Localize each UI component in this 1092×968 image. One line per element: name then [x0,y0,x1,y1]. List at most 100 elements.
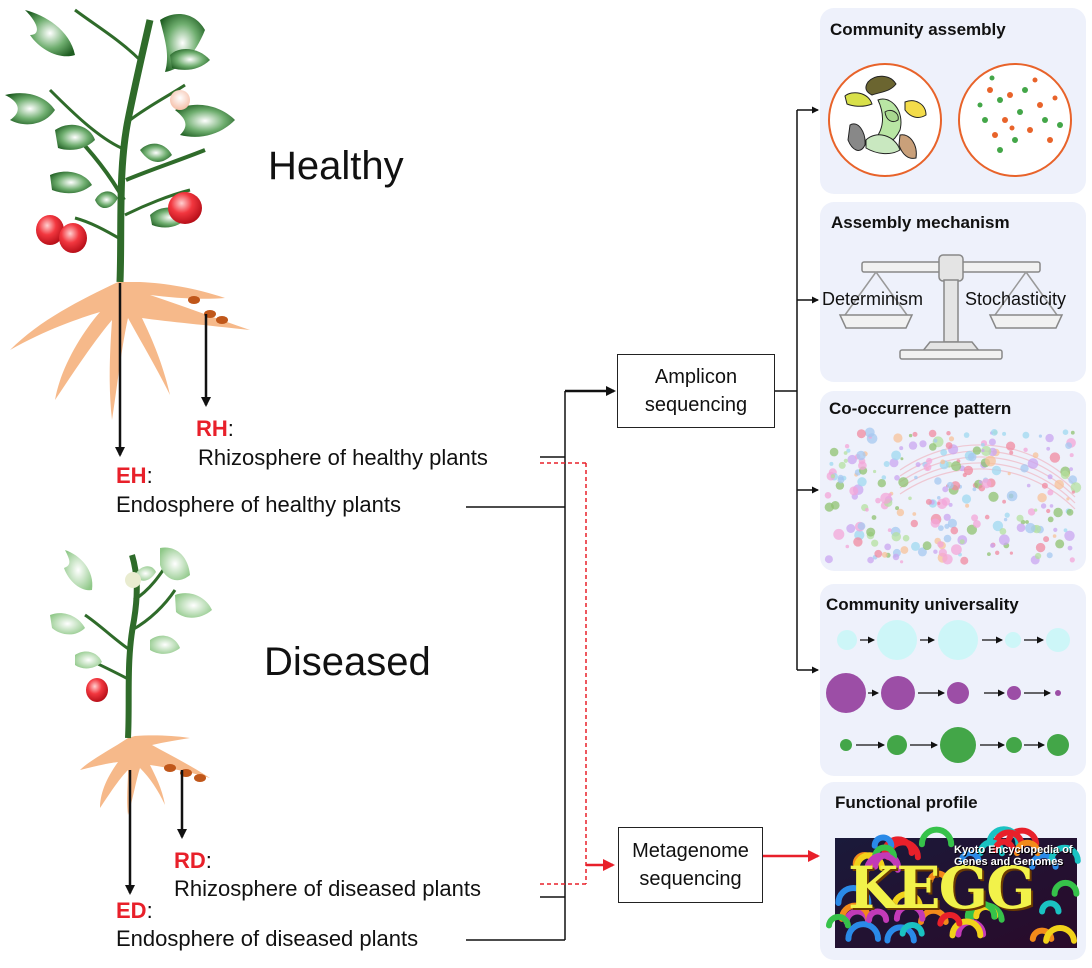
kegg-pattern-stroke [884,924,917,944]
kegg-pattern-stroke [992,838,1016,854]
network-node [1040,503,1047,509]
network-node [912,512,917,516]
healthy-plant-illustration [5,8,250,420]
network-node [951,544,962,555]
network-node [1009,551,1014,555]
network-node [1032,452,1039,459]
network-node [991,465,1002,476]
network-node [1034,508,1038,512]
network-node [1055,539,1065,549]
network-node [910,519,918,528]
network-node [941,497,950,506]
sampling-arrows [115,283,211,895]
network-node [824,502,834,512]
network-node [940,459,946,465]
kegg-pattern-stroke [838,902,872,922]
network-node [1043,536,1050,543]
network-node [1066,508,1074,516]
network-node [1069,467,1073,471]
network-node [917,547,927,557]
network-node [981,445,992,457]
network-node [1067,545,1073,551]
kegg-pattern-stroke [958,849,982,864]
network-node [1062,429,1069,436]
metagenome-line2: sequencing [639,868,742,890]
metagenome-line1: Metagenome [632,840,749,862]
network-node [1053,507,1063,518]
network-node [1064,530,1075,541]
network-node [1006,490,1018,502]
network-node [900,457,904,461]
network-node [973,520,981,528]
network-node [981,448,985,453]
network-node [1071,490,1075,494]
network-node [858,461,867,470]
determinism-label: Determinism [822,289,924,309]
network-node [942,554,953,565]
network-node [981,478,992,489]
network-node [853,537,863,547]
network-node [943,534,952,543]
kegg-pattern-stroke [1004,827,1040,847]
balance-scale-icon [838,254,1064,360]
network-node [990,543,995,548]
network-node [1025,520,1029,524]
network-node [1022,431,1030,439]
network-node [988,438,996,446]
network-node [896,508,905,517]
network-node [899,446,904,451]
network-node [877,479,886,488]
network-node [1023,447,1028,452]
kegg-pattern-stroke [863,852,901,873]
network-node [981,443,985,447]
network-node [881,475,887,480]
network-node [902,534,910,542]
network-node [1053,527,1058,533]
network-node [867,556,874,564]
network-node [950,481,961,491]
eh-colon: : [146,463,153,488]
network-node [1027,458,1039,469]
network-node [856,429,866,439]
network-node [948,502,953,507]
network-node [984,514,990,520]
kegg-pattern-stroke [918,826,955,848]
network-node [963,432,970,438]
network-node [998,534,1010,546]
network-node [985,455,996,467]
network-node [843,451,848,455]
network-node [1003,517,1008,522]
network-node [922,541,932,551]
network-node [938,525,944,531]
network-node [1045,433,1054,443]
kegg-pattern-stroke [826,913,851,929]
network-node [912,431,918,437]
network-node [1060,470,1070,480]
network-node [847,454,857,465]
network-node [914,475,918,480]
healthy-label: Healthy [268,144,404,188]
network-node [1065,442,1072,449]
network-node [1052,534,1057,538]
kegg-pattern-stroke [1048,844,1081,864]
kegg-logo-image [826,826,1081,948]
network-node [824,492,832,499]
network-node [960,556,969,565]
amplicon-line2: sequencing [644,394,748,416]
kegg-pattern-stroke [949,918,984,939]
network-node [894,475,900,481]
network-node [887,528,892,532]
amplicon-sequencing-box: Amplicon sequencing [617,354,775,428]
network-node [967,452,977,462]
network-node [898,477,909,488]
network-node [845,544,850,549]
community-assembly-title: Community assembly [830,20,1006,39]
network-node [1047,489,1054,496]
rd-code-label: RD: [174,848,212,874]
network-node [908,496,912,501]
network-node [937,501,941,505]
network-node [871,539,879,547]
metagenome-sequencing-box: Metagenome sequencing [618,827,763,903]
